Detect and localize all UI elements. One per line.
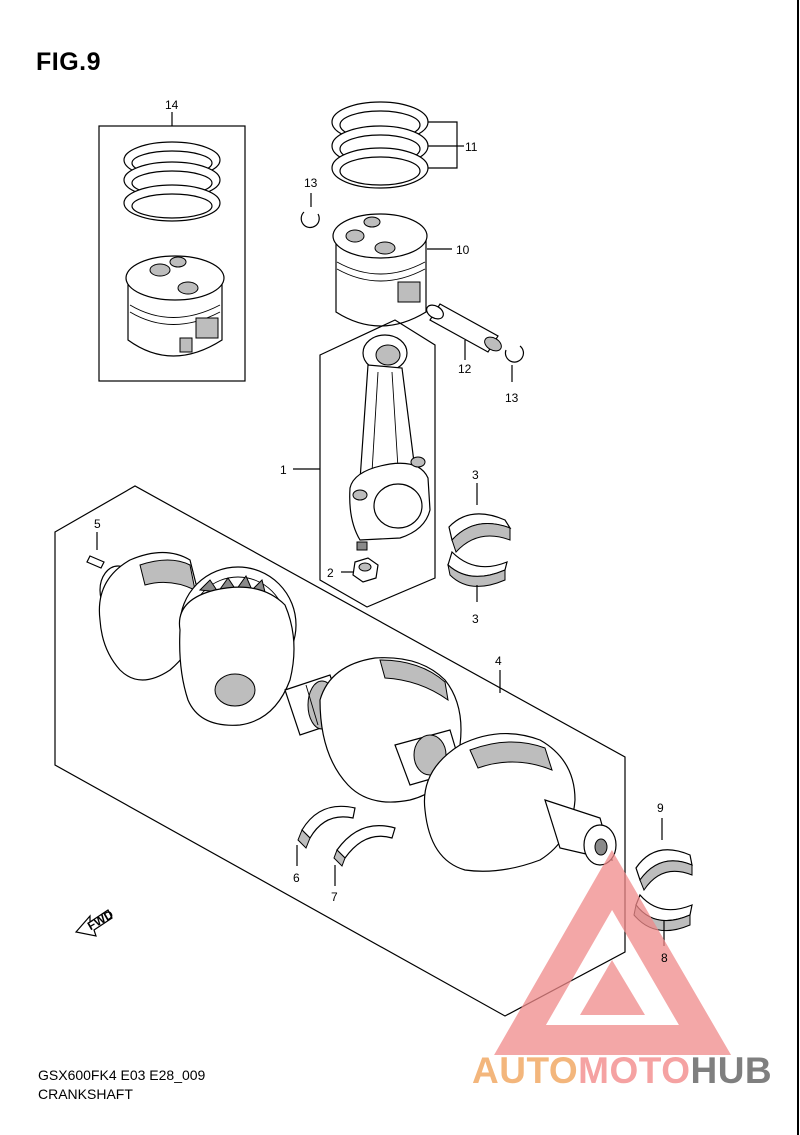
crank-bearing-7	[333, 825, 396, 886]
callout-2: 2	[327, 566, 334, 580]
callout-3-bottom: 3	[472, 612, 479, 626]
callout-7: 7	[331, 890, 338, 904]
callout-1: 1	[280, 463, 287, 477]
section-name: CRANKSHAFT	[38, 1086, 133, 1102]
callout-6: 6	[293, 871, 300, 885]
callout-14: 14	[165, 98, 179, 112]
rod-bearing-upper	[448, 483, 512, 553]
callout-3-top: 3	[472, 468, 479, 482]
callout-12: 12	[458, 362, 472, 376]
callout-13-top: 13	[304, 176, 318, 190]
piston-pin-clip-bottom	[504, 345, 525, 382]
callout-4: 4	[495, 654, 502, 668]
rod-nut	[341, 557, 379, 583]
piston-pin	[426, 303, 502, 360]
callout-10: 10	[456, 243, 470, 257]
watermark-hub: HUB	[690, 1050, 773, 1091]
dowel-pin	[86, 532, 105, 569]
fwd-label: FWD	[85, 907, 116, 933]
callout-13-bottom: 13	[505, 391, 519, 405]
callout-5: 5	[94, 517, 101, 531]
piston-rings	[331, 101, 464, 189]
callout-8: 8	[661, 951, 668, 965]
callout-9: 9	[657, 801, 664, 815]
watermark-logo	[494, 850, 732, 1055]
crankshaft	[98, 551, 617, 872]
callout-11: 11	[465, 140, 478, 154]
piston	[332, 213, 452, 327]
fwd-arrow: FWD	[74, 907, 116, 937]
piston-set-box	[98, 112, 246, 382]
piston-pin-clip-top	[300, 193, 320, 229]
crank-bearing-6	[296, 805, 356, 866]
crankshaft-box	[54, 485, 626, 1017]
main-bearing-9	[635, 818, 693, 892]
watermark-brand: AUTOMOTOHUB	[472, 1050, 772, 1092]
watermark-auto: AUTO	[472, 1050, 579, 1091]
connecting-rod-box	[293, 319, 436, 608]
model-code: GSX600FK4 E03 E28_009	[38, 1067, 206, 1083]
figure-title: FIG.9	[36, 48, 102, 76]
watermark-moto: MOTO	[578, 1050, 691, 1091]
rod-bearing-lower	[447, 550, 508, 602]
